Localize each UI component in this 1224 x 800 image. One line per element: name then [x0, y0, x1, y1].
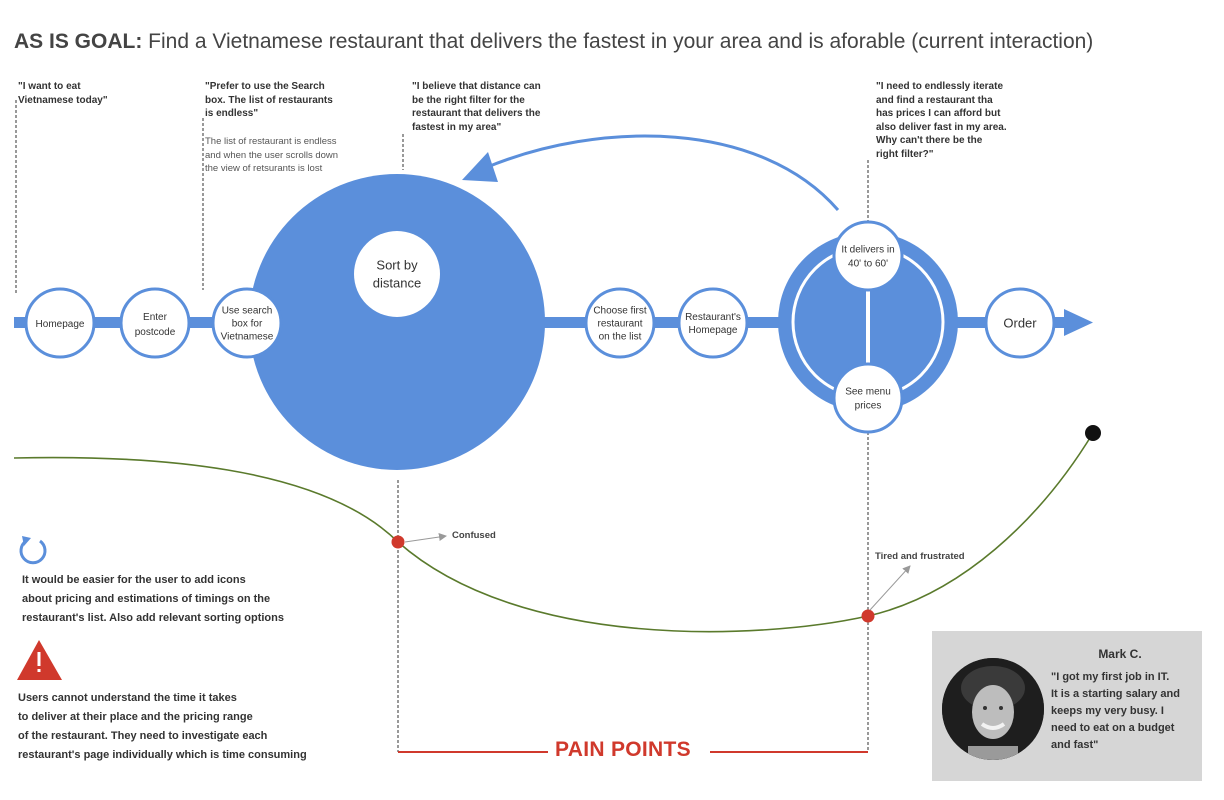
- sort-by-distance-big-circle: [249, 174, 545, 470]
- step-order-label: Order: [1003, 316, 1037, 331]
- emotion-end-point: [1085, 425, 1101, 441]
- quote-distance-filter: "I believe that distance can be the righ…: [412, 81, 541, 133]
- timeline-arrowhead: [1064, 309, 1093, 336]
- step-homepage-circle[interactable]: [24, 287, 96, 359]
- step-homepage-label: Homepage: [36, 319, 85, 330]
- quote-search-box: "Prefer to use the Search box. The list …: [205, 81, 333, 119]
- page-title: AS IS GOAL: Find a Vietnamese restaurant…: [14, 30, 1094, 53]
- persona-quote: "I got my first job in IT. It is a start…: [1051, 671, 1180, 751]
- feedback-loop-arrow: [484, 134, 840, 211]
- insight-problem-text: Users cannot understand the time it take…: [18, 692, 307, 761]
- step-postcode-circle[interactable]: [119, 287, 191, 359]
- emotion-curve: [13, 432, 1094, 633]
- dashed-guides: [15, 100, 869, 752]
- step-order-circle[interactable]: [984, 287, 1056, 359]
- step-menu-circle[interactable]: [832, 362, 904, 434]
- emotion-point-frustrated: [861, 609, 875, 623]
- quote-want-vietnamese: "I want to eat Vietnamese today": [18, 81, 108, 106]
- step-delivers-circle[interactable]: [832, 220, 904, 292]
- emotion-point-confused: [391, 535, 405, 549]
- feedback-arrowhead: [462, 152, 498, 182]
- step-search-circle[interactable]: [211, 287, 283, 359]
- persona-card: Mark C. "I got my first job in IT. It is…: [932, 631, 1202, 781]
- note-endless-list: The list of restaurant is endless and wh…: [205, 136, 339, 174]
- insight-idea-text: It would be easier for the user to add i…: [22, 574, 284, 624]
- emotion-tired-label: Tired and frustrated: [875, 551, 965, 562]
- avatar: [942, 658, 1044, 760]
- refresh-icon: [19, 536, 47, 565]
- step-restaurant-home-circle[interactable]: [677, 287, 749, 359]
- emotion-confused-label: Confused: [452, 530, 496, 541]
- quote-endless-iterate: "I need to endlessly iterate and find a …: [876, 81, 1007, 160]
- step-choose-circle[interactable]: [584, 287, 656, 359]
- persona-name: Mark C.: [1098, 647, 1142, 661]
- warning-icon: [17, 640, 62, 680]
- pain-points-label: PAIN POINTS: [555, 738, 691, 761]
- step-sort-circle[interactable]: [354, 231, 440, 317]
